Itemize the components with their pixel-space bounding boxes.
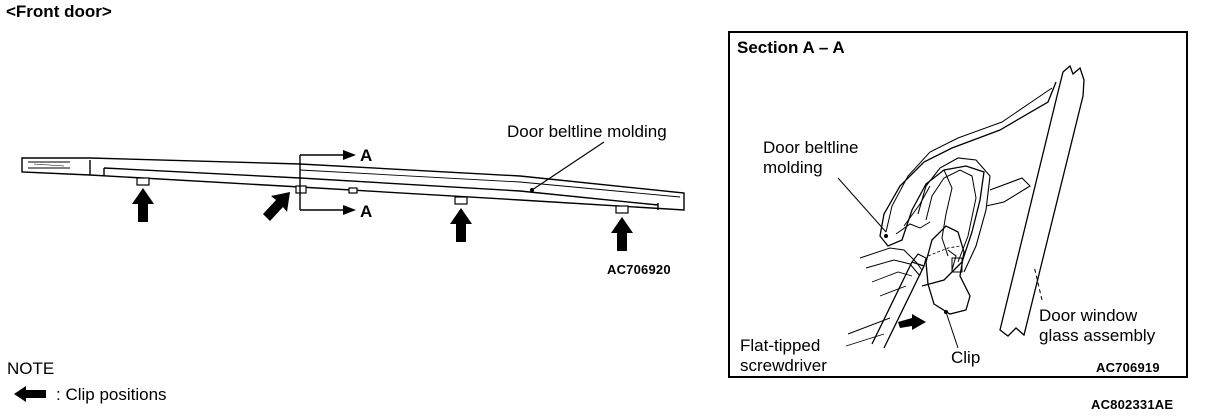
up-arrow-icon [450, 208, 472, 242]
clip-mark-2 [295, 185, 307, 194]
screwdriver-leader [847, 317, 891, 335]
section-title: Section A – A [737, 38, 845, 57]
section-a-a-panel [728, 31, 1188, 378]
door-beltline-molding-shape [21, 157, 685, 211]
figure-heading: <Front door> [6, 2, 112, 21]
note-heading: NOTE [7, 359, 55, 378]
beltline-molding-callout: Door beltline molding [507, 122, 667, 141]
molding-label-line1: Door beltline [763, 138, 859, 157]
molding-leader [837, 177, 887, 233]
section-cut-line [299, 154, 345, 211]
screwdriver-label-line2: screwdriver [740, 356, 827, 375]
clip-mark-3 [454, 196, 468, 205]
section-arrowheads [343, 150, 356, 215]
callout-leader [531, 141, 605, 191]
door-window-glass [999, 64, 1085, 337]
screwdriver-label-line1: Flat-tipped [740, 336, 821, 355]
clip-leader [945, 311, 959, 349]
direction-arrow-icon [898, 314, 926, 330]
clip-mark-4 [615, 205, 629, 214]
section-marker-bottom: A [360, 202, 373, 221]
up-arrow-icon [611, 217, 633, 251]
diagonal-arrow-icon [263, 192, 290, 221]
figure-id: AC802331AE [1091, 397, 1174, 412]
clip-mark-extra [348, 187, 358, 194]
section-figure-code: AC706919 [1096, 360, 1160, 375]
clip-mark-1 [136, 177, 150, 186]
up-arrow-icon [132, 188, 154, 222]
clip-label: Clip [951, 348, 981, 367]
glass-label-line1: Door window [1039, 306, 1138, 325]
left-arrow-icon [14, 386, 46, 402]
section-marker-top: A [360, 146, 373, 165]
clip-position-arrows [132, 188, 633, 251]
glass-leader [1033, 265, 1043, 301]
section-drawing [837, 64, 1085, 349]
left-figure-code: AC706920 [607, 262, 671, 277]
flat-tipped-screwdriver [871, 261, 925, 349]
molding-label-line2: molding [763, 158, 823, 177]
legend-text: : Clip positions [56, 385, 167, 404]
glass-label-line2: glass assembly [1039, 326, 1156, 345]
clip-marks [136, 177, 629, 214]
